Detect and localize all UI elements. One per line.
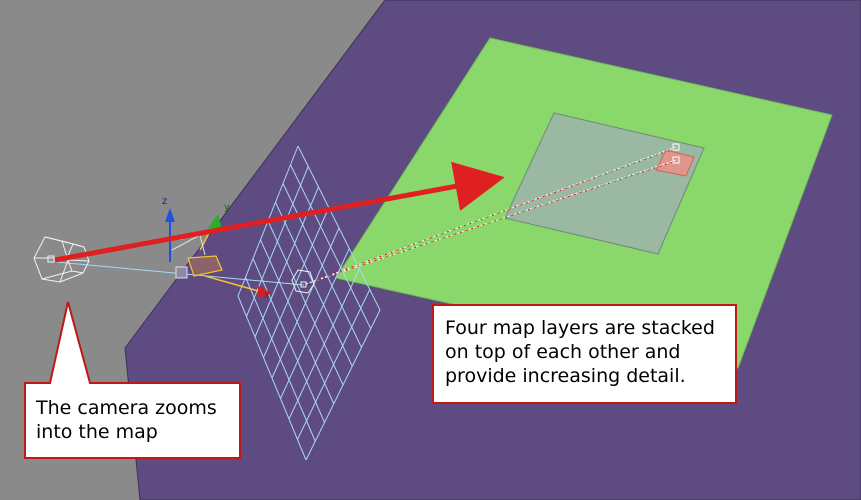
axis-label-y: y: [224, 202, 230, 213]
target-marker-upper: [672, 143, 680, 151]
gizmo-inner-line-1: [171, 234, 201, 251]
callout-layers-text: Four map layers are stacked on top of ea…: [445, 317, 715, 387]
camera-edge-3: [59, 272, 84, 283]
callout-camera-box: [24, 301, 241, 459]
gizmo-small-box: [175, 266, 188, 279]
frustum-line-upper-red: [307, 147, 677, 284]
axis-label-z: z: [162, 196, 167, 207]
axis-label-x: x: [264, 290, 270, 301]
gizmo-inner-line-2: [199, 234, 206, 256]
grid-line: [237, 295, 307, 461]
frustum-line-lower: [305, 159, 677, 285]
frustum-line-lower-red: [307, 160, 677, 284]
target-camera-marker: [300, 281, 307, 288]
gizmo-plane-square: [187, 255, 223, 277]
gizmo-x-arrow: [258, 286, 272, 298]
target-marker-lower: [672, 156, 680, 164]
grid-line: [288, 268, 360, 420]
camera-edge-6: [67, 259, 90, 262]
target-camera-wireframe: [291, 269, 315, 294]
gizmo-y-arrow: [208, 214, 222, 230]
target-camera-hex: [291, 269, 315, 294]
callout-camera-text: The camera zooms into the map: [36, 397, 217, 443]
frustum-line-upper: [305, 146, 677, 285]
gizmo-x-axis-line: [204, 275, 263, 293]
grid-line: [267, 220, 344, 386]
camera-edge-2: [61, 240, 85, 248]
camera-edge-4: [41, 270, 73, 280]
grid-line: [252, 258, 325, 423]
wireframe-grid: [237, 145, 381, 461]
camera-origin-marker: [47, 255, 55, 263]
grid-line: [260, 239, 335, 404]
grid-line: [245, 277, 316, 442]
gizmo-z-arrow: [165, 208, 175, 222]
grid-line: [297, 289, 371, 440]
grid-line: [305, 309, 381, 461]
map-layer-gray: [504, 112, 705, 255]
grid-line: [280, 248, 350, 399]
zoom-direction-arrow: [54, 161, 505, 263]
callout-layers-box: [432, 304, 737, 404]
